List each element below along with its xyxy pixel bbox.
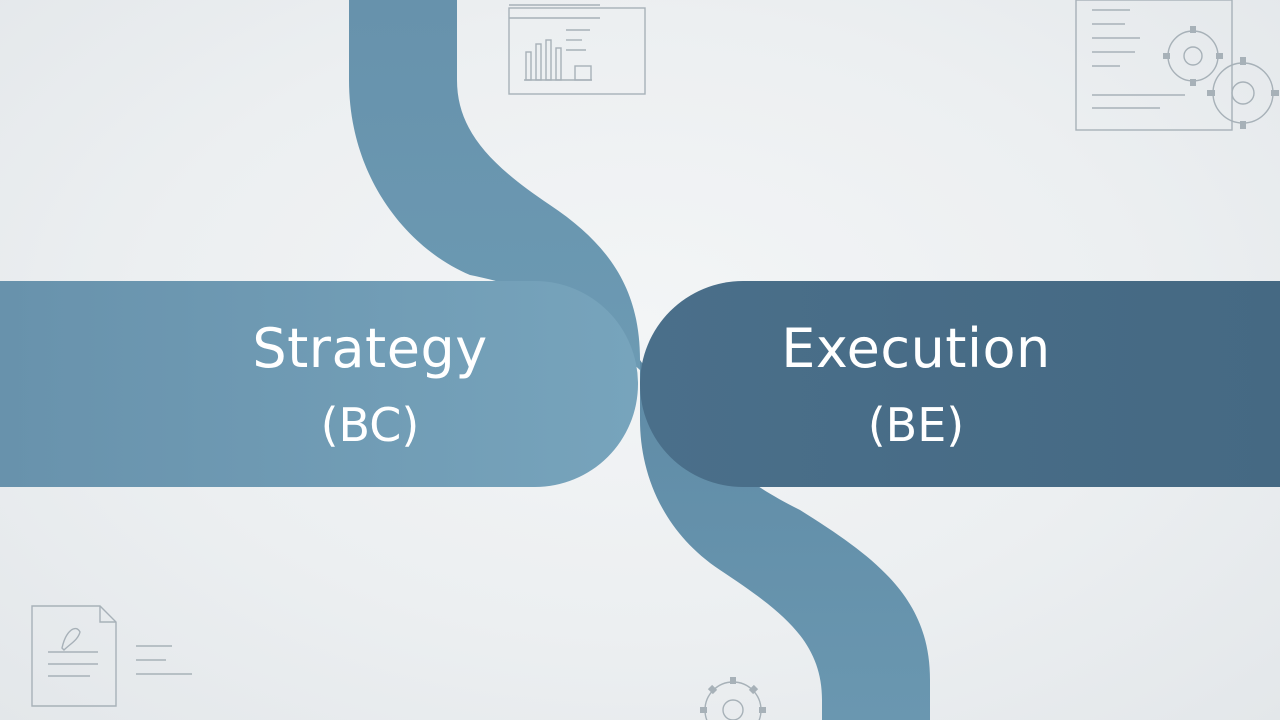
execution-bar [640, 281, 1280, 487]
execution-abbreviation: (BE) [867, 398, 965, 452]
document-gears-icon [1075, 0, 1279, 131]
bar-chart-window-icon [508, 4, 646, 95]
upper-connector-band [349, 0, 640, 370]
strategy-bar [0, 281, 638, 487]
strategy-abbreviation: (BC) [320, 398, 420, 452]
gear-icon [700, 677, 766, 720]
document-signature-icon [31, 605, 192, 707]
strategy-title: Strategy [252, 317, 488, 380]
execution-title: Execution [781, 317, 1051, 380]
